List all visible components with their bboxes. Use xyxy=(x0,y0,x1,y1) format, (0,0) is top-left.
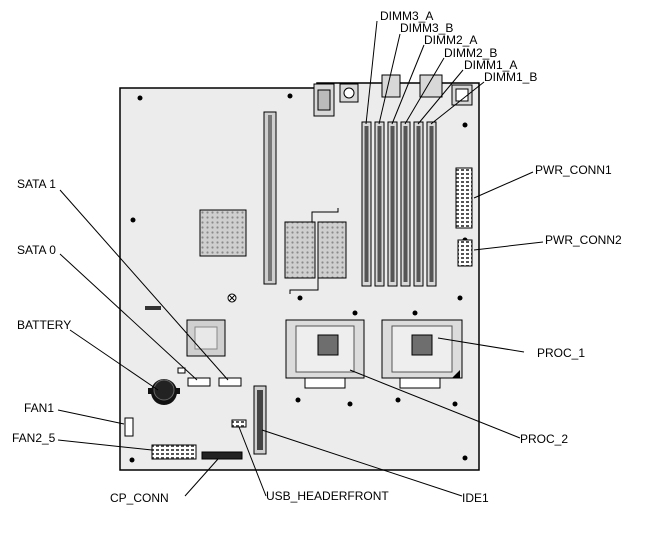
socket-holes xyxy=(295,310,458,407)
label-dimm2-b: DIMM2_B xyxy=(444,46,497,60)
pwr-conn1 xyxy=(455,167,473,229)
label-proc-2: PROC_2 xyxy=(520,432,568,446)
pwr-conn2 xyxy=(457,239,473,267)
usb-header xyxy=(231,419,247,428)
fan2-5-connector xyxy=(151,444,197,460)
label-dimm3-a: DIMM3_A xyxy=(380,9,433,23)
leader-lines xyxy=(57,20,544,497)
chip-northbridge-a xyxy=(284,221,316,279)
proc-2-socket xyxy=(285,319,365,389)
sata-0-connector xyxy=(187,377,211,387)
label-proc-1: PROC_1 xyxy=(537,346,585,360)
label-pwr-conn2: PWR_CONN2 xyxy=(545,233,622,247)
label-usb-headerfront: USB_HEADERFRONT xyxy=(266,489,389,503)
fan1-connector xyxy=(124,417,134,437)
south-chip-die xyxy=(194,326,218,350)
cp-conn-connector xyxy=(201,451,243,460)
label-sata0: SATA 0 xyxy=(17,243,56,257)
pci-slot xyxy=(263,111,277,285)
label-dimm2-a: DIMM2_A xyxy=(424,33,477,47)
sata-1-connector xyxy=(218,377,242,387)
label-cp-conn: CP_CONN xyxy=(110,491,169,505)
small-connector xyxy=(145,306,161,310)
label-sata1: SATA 1 xyxy=(17,177,56,191)
chip-northbridge-b xyxy=(317,221,347,279)
label-ide1: IDE1 xyxy=(462,491,489,505)
rear-io-connectors xyxy=(313,74,473,117)
label-dimm3-b: DIMM3_B xyxy=(400,21,453,35)
jumper-trace-low xyxy=(289,278,319,294)
sata-small xyxy=(177,367,186,374)
label-dimm1-a: DIMM1_A xyxy=(464,58,517,72)
label-fan2-5: FAN2_5 xyxy=(12,431,56,445)
label-pwr-conn1: PWR_CONN1 xyxy=(535,163,612,177)
label-dimm1-b: DIMM1_B xyxy=(484,70,537,84)
label-fan1: FAN1 xyxy=(24,401,54,415)
label-battery: BATTERY xyxy=(17,318,71,332)
jumper-trace xyxy=(311,208,339,222)
battery xyxy=(148,379,180,405)
chip-large xyxy=(199,209,247,257)
proc-1-socket xyxy=(381,319,463,389)
